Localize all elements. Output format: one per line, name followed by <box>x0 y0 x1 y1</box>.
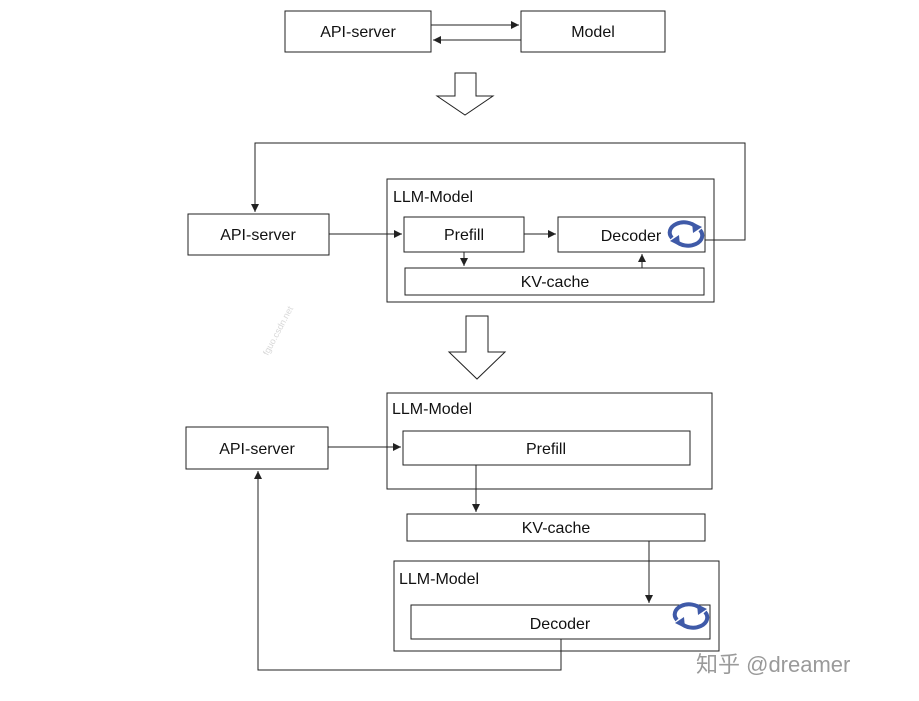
decoder-feedback-arrow <box>251 142 746 241</box>
api-server-box <box>185 426 329 470</box>
llm-model-title-top: LLM-Model <box>392 401 472 418</box>
model-box <box>520 10 666 53</box>
prefill-label: Prefill <box>526 441 566 458</box>
kv-cache-label: KV-cache <box>521 274 590 291</box>
api-server-label: API-server <box>320 24 396 41</box>
api-server-box <box>284 10 432 53</box>
stage-3: LLM-Model API-server Prefill KV-cache LL… <box>185 392 720 671</box>
down-hollow-arrow-icon <box>435 72 495 116</box>
down-hollow-arrow-icon <box>447 315 507 380</box>
zhihu-watermark: 知乎 @dreamer <box>696 652 850 677</box>
decoder-to-api-arrow <box>254 471 562 671</box>
llm-model-title: LLM-Model <box>393 189 473 206</box>
api-server-label: API-server <box>220 227 296 244</box>
faint-watermark: fguo.csdn.net <box>261 304 295 357</box>
prefill-box <box>403 216 525 253</box>
stage-1: API-server Model <box>284 10 666 53</box>
llm-model-title-bottom: LLM-Model <box>399 571 479 588</box>
kv-cache-box <box>404 267 705 296</box>
decoder-label: Decoder <box>601 228 662 245</box>
api-server-label: API-server <box>219 441 295 458</box>
kv-cache-label: KV-cache <box>522 520 591 537</box>
prefill-label: Prefill <box>444 227 484 244</box>
stage-2: LLM-Model API-server Prefill Decoder KV-… <box>187 142 746 357</box>
decoder-label: Decoder <box>530 616 591 633</box>
prefill-box <box>402 430 691 466</box>
model-label: Model <box>571 24 615 41</box>
kv-cache-box <box>406 513 706 542</box>
